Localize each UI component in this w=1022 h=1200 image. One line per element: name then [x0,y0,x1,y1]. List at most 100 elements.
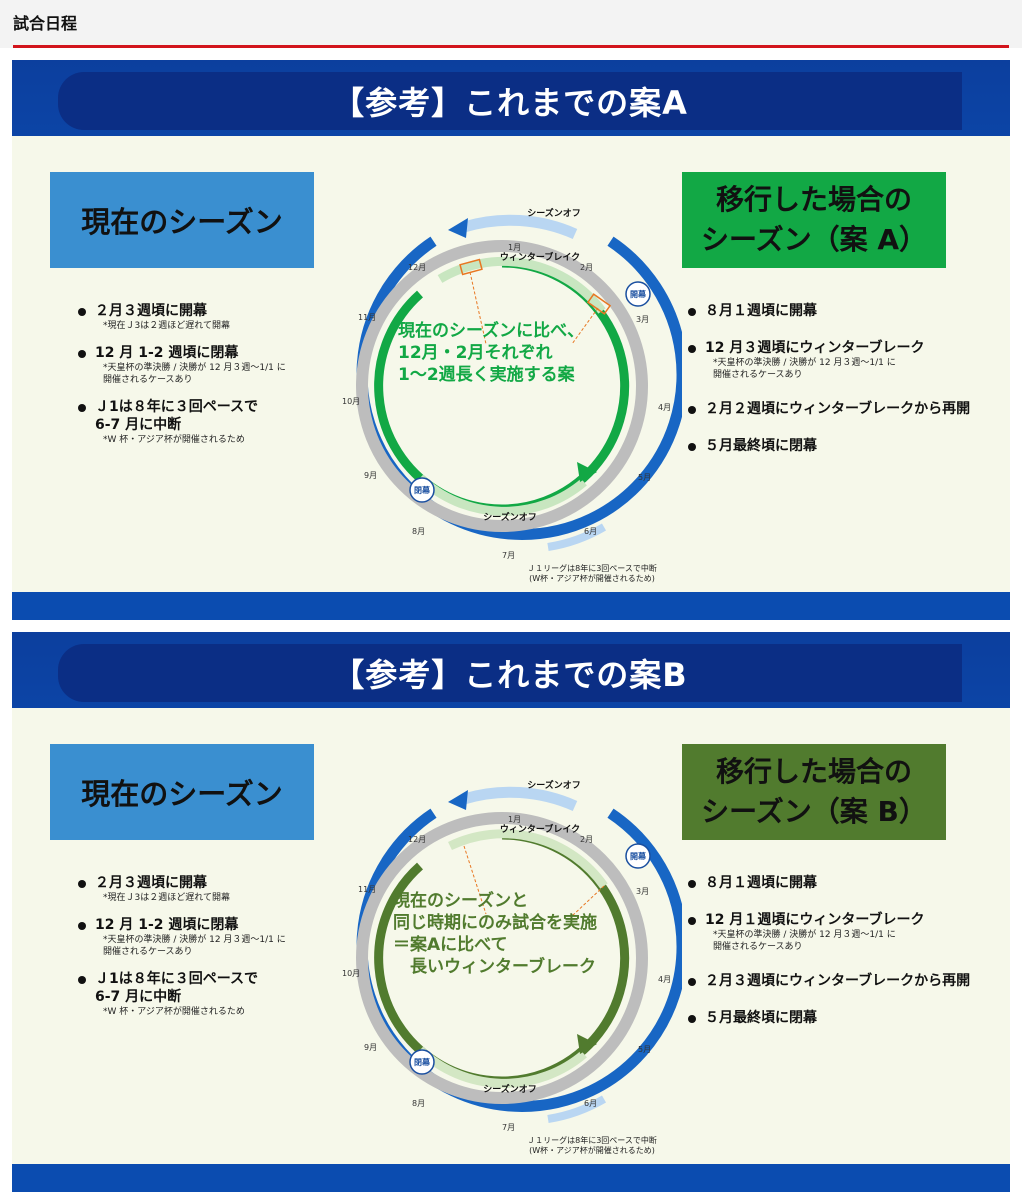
list-item: ８月１週頃に開幕 [688,874,1008,892]
inner-arc-offseason [416,474,587,516]
bullet-dot [78,976,86,984]
month-label: 8月 [412,527,425,536]
list-item: ２月２週頃にウィンターブレークから再開 [688,400,1008,418]
list-item: ５月最終頃に閉幕 [688,1009,1008,1027]
footnote-line: Ｊ１リーグは8年に3回ペースで中断 [527,1136,657,1145]
new-season-box: 移行した場合の シーズン（案 B） [682,744,946,840]
month-label: 5月 [638,1045,651,1054]
panel-bottom-band [12,1164,1010,1192]
bullet-dot [688,978,696,986]
footnote-line: (W杯・アジア杯が開催されるため) [529,574,655,583]
footnote: Ｊ１リーグは8年に3回ペースで中断 (W杯・アジア杯が開催されるため) [512,1136,672,1156]
month-label: 10月 [342,397,360,406]
outer-arc-offseason [462,214,578,240]
open-label: 開幕 [630,851,647,861]
center-line: 1～2週長く実施する案 [398,365,575,385]
month-label: 5月 [638,473,651,482]
bullet-note: 開催されるケースあり [713,942,803,952]
current-season-bullets: ２月３週頃に開幕 *現在Ｊ3は２週ほど遅れて開幕 12 月 1-2 週頃に閉幕 … [78,302,328,458]
month-label: 4月 [658,975,671,984]
month-label: 4月 [658,403,671,412]
inner-arc-winter [448,829,608,889]
month-label: 2月 [580,835,593,844]
new-season-line-2: シーズン（案 B） [701,795,927,828]
bullet-dot [78,880,86,888]
season-ring-svg: シーズンオフ ウィンターブレイク シーズンオフ 1月 2月 3月 4月 5月 6… [342,207,682,560]
month-label: 6月 [584,527,597,536]
bullet-note: *天皇杯の準決勝 / 決勝が 12 月３週～1/1 に [103,363,286,373]
bullet-text: Ｊ1は８年に３回ペースで [95,971,259,987]
season-off-bottom-label: シーズンオフ [483,1083,537,1095]
list-item: Ｊ1は８年に３回ペースで 6-7 月に中断 *W 杯・アジア杯が開催されるため [78,398,328,446]
bullet-text: 12 月１週頃にウィンターブレーク [705,912,925,928]
bullet-dot [688,345,696,353]
list-item: 12 月 1-2 週頃に閉幕 *天皇杯の準決勝 / 決勝が 12 月３週～1/1… [78,344,328,386]
callout-line [469,271,487,345]
bullet-text: Ｊ1は８年に３回ペースで [95,399,259,415]
footnote: Ｊ１リーグは8年に3回ペースで中断 (W杯・アジア杯が開催されるため) [512,564,672,584]
month-label: 9月 [364,1043,377,1052]
bullet-dot [78,404,86,412]
bullet-dot [688,880,696,888]
current-season-bullets: ２月３週頃に開幕 *現在Ｊ3は２週ほど遅れて開幕 12 月 1-2 週頃に閉幕 … [78,874,328,1030]
open-badge [625,843,651,869]
footnote-line: Ｊ１リーグは8年に3回ペースで中断 [527,564,657,573]
panel-body: 現在のシーズン 移行した場合の シーズン（案 A） ２月３週頃に開幕 *現在Ｊ3… [12,136,1010,592]
new-season-box: 移行した場合の シーズン（案 A） [682,172,946,268]
break-marker [586,293,612,315]
plan-a-panel: 【参考】これまでの案A 現在のシーズン 移行した場合の シーズン（案 A） ２月… [12,60,1010,620]
break-marker [459,258,483,276]
month-label: 3月 [636,315,649,324]
month-label: 7月 [502,551,515,560]
bullet-text: ２月３週頃に開幕 [95,303,207,319]
page-header: 試合日程 [0,0,1022,48]
center-line: 12月・2月それぞれ [398,343,553,363]
bullet-note: 開催されるケースあり [713,370,803,380]
plan-b-panel: 【参考】これまでの案B 現在のシーズン 移行した場合の シーズン（案 B） ２月… [12,632,1010,1192]
bullet-text: ８月１週頃に開幕 [705,303,817,319]
bullet-dot [78,308,86,316]
season-end-arrow-icon [577,462,597,482]
bullet-dot [78,350,86,358]
center-line: ＝案Aに比べて [393,935,508,955]
season-end-arrow-icon [577,1034,597,1054]
callout-line [571,885,605,917]
month-label: 12月 [408,835,426,844]
page-title: 試合日程 [13,14,78,33]
footnote-line: (W杯・アジア杯が開催されるため) [529,1146,655,1155]
list-item: 12 月１週頃にウィンターブレーク *天皇杯の準決勝 / 決勝が 12 月３週～… [688,911,1008,953]
month-label: 11月 [358,885,376,894]
month-label: 3月 [636,887,649,896]
panel-bottom-band [12,592,1010,620]
new-season-bullets: ８月１週頃に開幕 12 月３週頃にウィンターブレーク *天皇杯の準決勝 / 決勝… [688,302,1008,474]
month-label: 8月 [412,1099,425,1108]
inner-arc-offseason [416,1046,587,1088]
bullet-text: ５月最終頃に閉幕 [705,438,817,454]
outer-arc-break [547,1095,607,1123]
season-cycle-diagram: シーズンオフ ウィンターブレイク シーズンオフ 1月 2月 3月 4月 5月 6… [322,194,682,564]
current-season-box: 現在のシーズン [50,744,314,840]
season-off-bottom-label: シーズンオフ [483,511,537,523]
panel-body: 現在のシーズン 移行した場合の シーズン（案 B） ２月３週頃に開幕 *現在Ｊ3… [12,708,1010,1164]
bullet-note: *天皇杯の準決勝 / 決勝が 12 月３週～1/1 に [103,935,286,945]
outer-arc-break [547,523,607,551]
center-line: 同じ時期にのみ試合を実施 [393,913,597,933]
callout-line [571,307,599,345]
list-item: Ｊ1は８年に３回ペースで 6-7 月に中断 *W 杯・アジア杯が開催されるため [78,970,328,1018]
close-badge [409,1049,435,1075]
bullet-note: *天皇杯の準決勝 / 決勝が 12 月３週～1/1 に [713,358,896,368]
bullet-text: 12 月 1-2 週頃に閉幕 [95,345,239,361]
close-badge [409,477,435,503]
center-description: 現在のシーズンに比べ、 12月・2月それぞれ 1～2週長く実施する案 [398,320,584,386]
season-cycle-diagram: シーズンオフ ウィンターブレイク シーズンオフ 1月 2月 3月 4月 5月 6… [322,766,682,1136]
bullet-text-line-2: 6-7 月に中断 [95,417,182,433]
close-label: 閉幕 [414,485,431,495]
month-label: 9月 [364,471,377,480]
outer-arrow-icon [448,790,468,810]
new-season-line-1: 移行した場合の [715,755,912,788]
month-label: 7月 [502,1123,515,1132]
bullet-note: *天皇杯の準決勝 / 決勝が 12 月３週～1/1 に [713,930,896,940]
outer-arrow-icon [448,218,468,238]
season-off-top-label: シーズンオフ [527,207,581,219]
center-description: 現在のシーズンと 同じ時期にのみ試合を実施 ＝案Aに比べて 長いウィンターブレー… [393,890,597,978]
